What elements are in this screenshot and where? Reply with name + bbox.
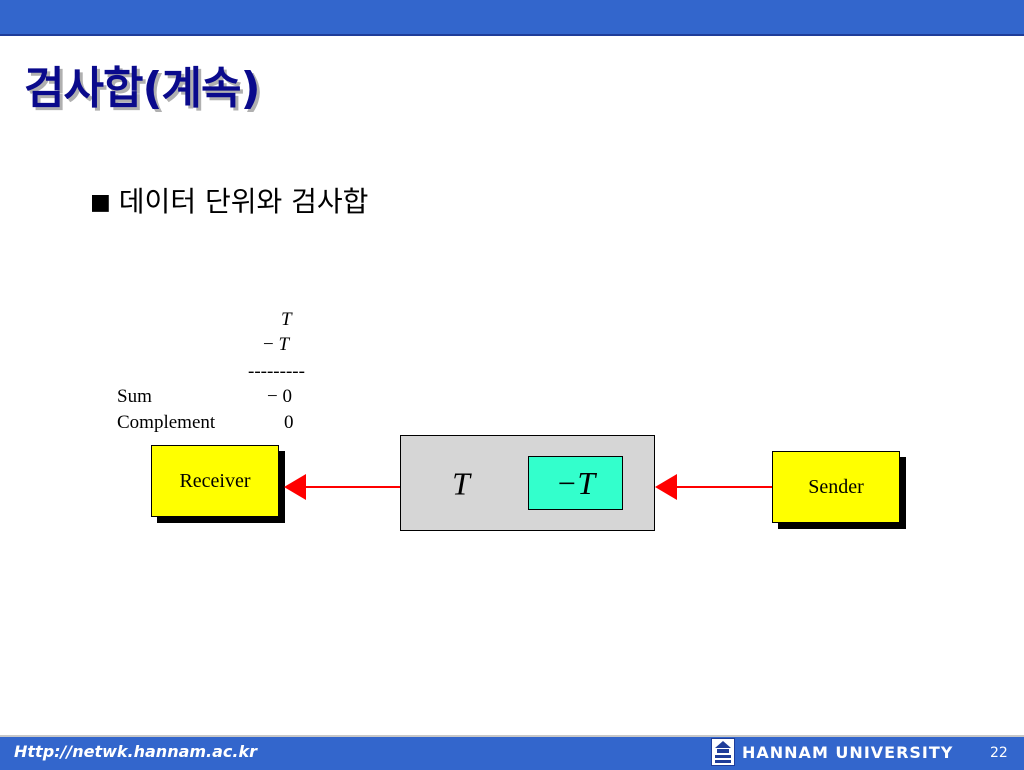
- hannam-logo-icon: [711, 738, 735, 766]
- calc-checksum-value: T: [278, 334, 290, 355]
- page-number: 22: [990, 745, 1008, 761]
- calc-data-value: T: [281, 309, 292, 330]
- sender-box: Sender: [772, 451, 900, 523]
- arrow-to-channel-line: [672, 486, 772, 488]
- checksum-field-label: −T: [555, 464, 596, 501]
- calc-separator: ---------: [248, 361, 305, 382]
- arrow-to-receiver-line: [300, 486, 400, 488]
- top-banner: [0, 0, 1024, 36]
- bullet-text: 데이터 단위와 검사합: [118, 185, 369, 218]
- calc-checksum-row: − T: [263, 334, 289, 356]
- arrow-to-channel-head-icon: [655, 474, 677, 500]
- slide-title: 검사합(계속): [24, 63, 261, 114]
- receiver-box: Receiver: [151, 445, 279, 517]
- data-unit-label: T: [452, 465, 470, 502]
- bullet-item: ■ 데이터 단위와 검사합: [90, 180, 368, 220]
- arrow-to-receiver-head-icon: [284, 474, 306, 500]
- footer-url-link[interactable]: Http://netwk.hannam.ac.kr: [14, 742, 258, 761]
- sender-label: Sender: [808, 475, 864, 498]
- calc-minus-sign: −: [263, 334, 274, 355]
- footer-bar: [0, 735, 1024, 770]
- sum-label: Sum: [117, 386, 152, 407]
- hannam-logo-glyph-icon: [715, 741, 731, 763]
- complement-label: Complement: [117, 412, 216, 433]
- university-name: HANNAM UNIVERSITY: [742, 743, 954, 762]
- checksum-field-box: −T: [528, 456, 623, 510]
- sum-value: − 0: [267, 386, 292, 407]
- bullet-square-icon: ■: [90, 190, 111, 215]
- receiver-label: Receiver: [179, 469, 251, 492]
- complement-value: 0: [284, 412, 294, 433]
